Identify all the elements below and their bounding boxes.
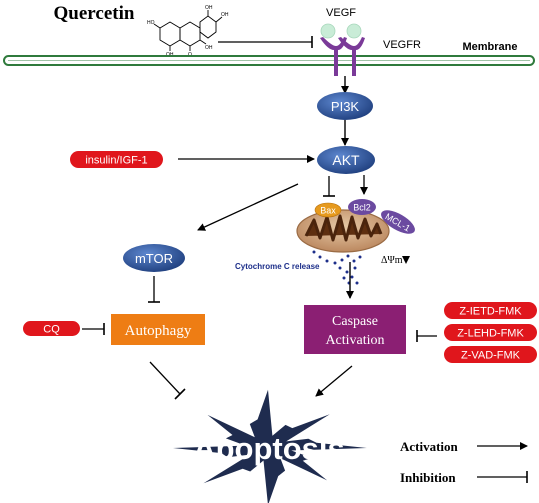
pi3k-node xyxy=(317,92,373,120)
caspase-activation-box xyxy=(304,305,406,354)
caspase-label-line2: Activation xyxy=(325,333,384,348)
bax-node xyxy=(314,202,342,218)
arrow-caspase-apoptosis xyxy=(315,365,353,397)
akt-label: AKT xyxy=(332,152,360,168)
mtor-label: mTOR xyxy=(135,251,173,266)
caspase-label-line1: Caspase xyxy=(332,314,378,329)
cytochrome-c-dots xyxy=(312,250,362,285)
vegfr-label: VEGFR xyxy=(383,39,421,51)
autophagy-inhibits-apoptosis-line xyxy=(149,361,181,395)
z-ietd-fmk-label: Z-IETD-FMK xyxy=(459,306,522,318)
svg-text:OH: OH xyxy=(221,12,229,18)
cq-label: CQ xyxy=(43,324,60,336)
cytochrome-c-label: Cytochrome C release xyxy=(235,262,320,271)
quercetin-structure-labels: HO OH O OH OH OH xyxy=(147,5,229,58)
svg-text:OH: OH xyxy=(205,45,213,51)
apoptosis-label: Apoptosis xyxy=(193,431,345,466)
mtor-node xyxy=(123,244,185,272)
legend-inhibition-label: Inhibition xyxy=(400,470,456,485)
cq-pill xyxy=(23,321,80,336)
pi3k-label: PI3K xyxy=(331,99,360,114)
z-lehd-fmk-pill xyxy=(444,324,537,341)
quercetin-structure-icon xyxy=(153,10,223,51)
z-ietd-fmk-pill xyxy=(444,302,537,319)
bcl2-label: Bcl2 xyxy=(353,203,371,213)
autophagy-box xyxy=(111,314,205,345)
z-lehd-fmk-label: Z-LEHD-FMK xyxy=(457,328,524,340)
bax-label: Bax xyxy=(320,206,336,216)
mitochondrion-icon xyxy=(296,209,390,253)
delta-psi-m-label: ΔΨm xyxy=(381,255,403,266)
autophagy-label: Autophagy xyxy=(125,323,192,339)
insulin-igf1-pill xyxy=(70,151,163,168)
quercetin-title: Quercetin xyxy=(54,3,135,24)
insulin-igf1-label: insulin/IGF-1 xyxy=(85,155,147,167)
legend-activation-label: Activation xyxy=(400,439,459,454)
vegfr-receptor xyxy=(320,37,365,76)
svg-text:HO: HO xyxy=(147,20,155,26)
vegf-ligand-right xyxy=(346,23,362,39)
autophagy-inhibits-apoptosis-bar xyxy=(174,388,186,400)
bcl2-node xyxy=(348,199,376,215)
apoptosis-starburst xyxy=(173,389,367,503)
vegf-label: VEGF xyxy=(326,7,356,19)
akt-node xyxy=(317,146,375,174)
svg-text:OH: OH xyxy=(205,5,213,11)
vegf-ligand-left xyxy=(320,23,336,39)
membrane-label: Membrane xyxy=(462,41,517,53)
z-vad-fmk-pill xyxy=(444,346,537,363)
arrow-akt-mtor xyxy=(197,183,299,231)
z-vad-fmk-label: Z-VAD-FMK xyxy=(461,350,521,362)
